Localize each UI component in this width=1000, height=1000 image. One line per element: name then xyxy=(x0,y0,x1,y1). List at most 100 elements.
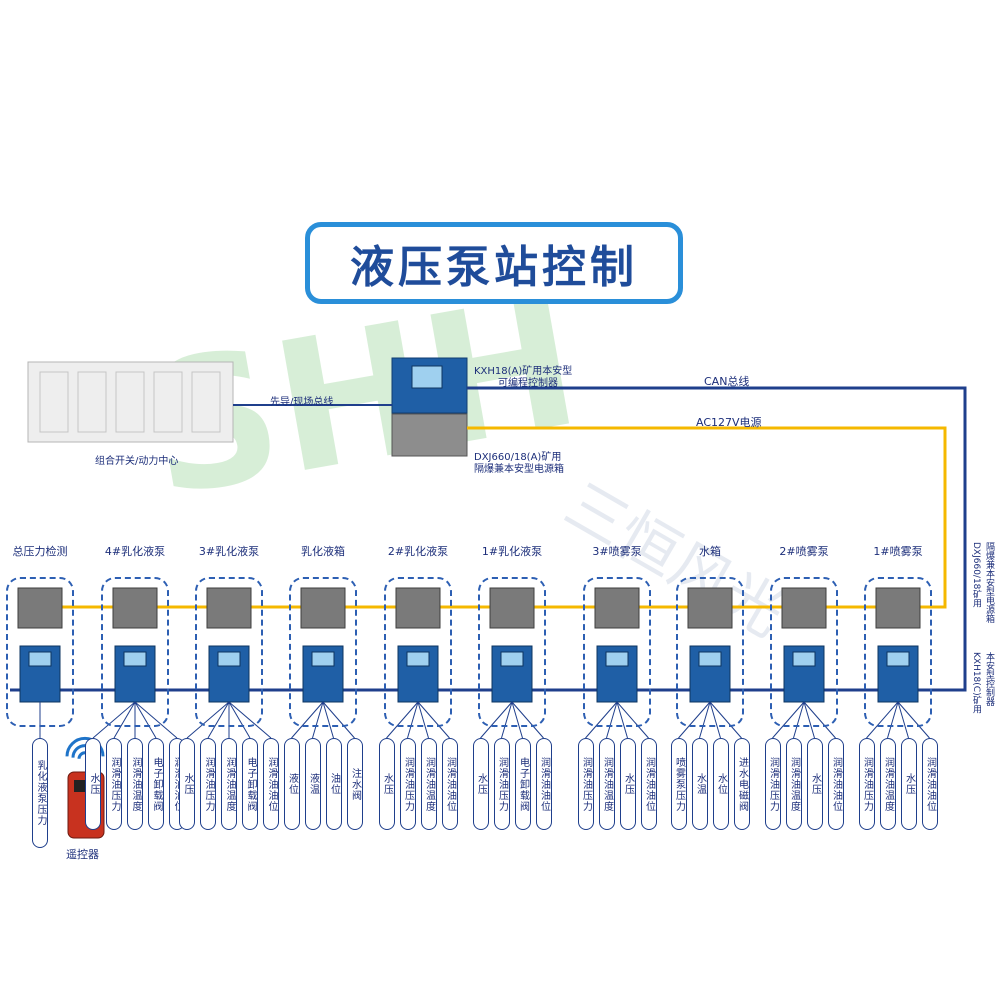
power-supply-box xyxy=(391,413,468,457)
sensor-wire xyxy=(709,701,721,739)
sensor-capsule: 电子卸载阀 xyxy=(514,738,531,830)
sensor-capsule: 液温 xyxy=(304,738,321,830)
sensor-wire xyxy=(709,701,742,739)
node-group-frame xyxy=(864,577,932,727)
sensor-capsule: 润滑油油位 xyxy=(535,738,552,830)
sensor-wire xyxy=(134,701,157,739)
node-power-box xyxy=(112,587,158,629)
remote-label: 遥控器 xyxy=(66,848,99,861)
sensor-capsule: 润滑油温度 xyxy=(420,738,437,830)
sensor-wire xyxy=(480,701,513,739)
pilot-bus-label: 先导/现场总线 xyxy=(270,397,334,408)
cabinet-door xyxy=(115,371,145,433)
sensor-capsule: 润滑油油位 xyxy=(827,738,844,830)
sensor-wire xyxy=(312,701,324,739)
node-label: 3#喷雾泵 xyxy=(592,545,642,558)
can-bus-line xyxy=(467,386,967,692)
sensor-wire xyxy=(417,701,450,739)
controller-screen xyxy=(411,365,443,389)
sensor-wire xyxy=(417,701,429,739)
sensor-wire xyxy=(606,701,618,739)
sensor-capsule: 水温 xyxy=(691,738,708,830)
node-power-box xyxy=(594,587,640,629)
ac-power-line xyxy=(467,426,947,609)
sensor-capsule: 电子卸载阀 xyxy=(148,738,164,830)
sensor-capsule: 进水电磁阀 xyxy=(733,738,750,830)
sensor-wire xyxy=(897,701,930,739)
node-controller-screen xyxy=(217,651,241,667)
node-group-frame xyxy=(101,577,169,727)
cabinet-door xyxy=(77,371,107,433)
cabinet-door xyxy=(191,371,221,433)
controller-label-1: KXH18(A)矿用本安型 xyxy=(474,366,573,377)
sensor-wire xyxy=(803,701,836,739)
sensor-capsule: 润滑油温度 xyxy=(221,738,237,830)
node-label: 乳化液箱 xyxy=(301,545,345,558)
side-power-box-label-1: DXJ660/18矿用 xyxy=(971,542,981,608)
node-power-box xyxy=(687,587,733,629)
sensor-capsule: 润滑油压力 xyxy=(399,738,416,830)
node-label: 4#乳化液泵 xyxy=(104,545,166,558)
power-center-cabinet xyxy=(27,361,234,443)
node-power-box xyxy=(206,587,252,629)
node-power-box xyxy=(17,587,63,629)
node-controller-screen xyxy=(28,651,52,667)
sensor-wire xyxy=(113,701,136,739)
node-power-box xyxy=(395,587,441,629)
sensor-wire xyxy=(616,701,628,739)
ac-power-label: AC127V电源 xyxy=(696,416,762,429)
sensor-wire xyxy=(207,701,230,739)
power-box-label-2: 隔爆兼本安型电源箱 xyxy=(474,464,564,475)
power-center-label: 组合开关/动力中心 xyxy=(95,456,179,467)
node-controller-screen xyxy=(605,651,629,667)
node-group-frame xyxy=(478,577,546,727)
node-controller-screen xyxy=(123,651,147,667)
sensor-wire xyxy=(678,701,711,739)
node-power-box xyxy=(489,587,535,629)
side-power-box-label-2: 隔爆兼本安型电源箱 xyxy=(984,542,994,623)
sensor-capsule: 润滑油油位 xyxy=(441,738,458,830)
can-bus-label: CAN总线 xyxy=(704,375,750,388)
sensor-wire xyxy=(803,701,815,739)
node-controller xyxy=(877,645,919,703)
node-label: 1#喷雾泵 xyxy=(873,545,923,558)
wifi-wave xyxy=(65,736,105,757)
node-controller-screen xyxy=(792,651,816,667)
sensor-capsule: 水压 xyxy=(900,738,917,830)
sensor-capsule: 润滑油油位 xyxy=(263,738,279,830)
node-label: 3#乳化液泵 xyxy=(198,545,260,558)
node-group-frame xyxy=(195,577,263,727)
sensor-wire xyxy=(511,701,544,739)
sensor-wire xyxy=(228,701,251,739)
sensor-wire xyxy=(407,701,419,739)
side-controller-label-1: KXH18(C)矿用 xyxy=(971,652,981,714)
sensor-capsule: 润滑油压力 xyxy=(106,738,122,830)
sensor-wire xyxy=(887,701,899,739)
node-group-frame xyxy=(770,577,838,727)
sensor-capsule: 润滑油压力 xyxy=(577,738,594,830)
sensor-capsule: 润滑油温度 xyxy=(879,738,896,830)
sensor-wire xyxy=(585,701,618,739)
cabinet-door xyxy=(153,371,183,433)
power-box-label-1: DXJ660/18(A)矿用 xyxy=(474,452,562,463)
sensor-capsule: 乳化液泵压力 xyxy=(32,738,48,848)
sensor-capsule: 润滑油油位 xyxy=(640,738,657,830)
sensor-capsule: 水压 xyxy=(378,738,395,830)
node-controller-screen xyxy=(886,651,910,667)
node-label: 2#乳化液泵 xyxy=(387,545,449,558)
sensor-wire xyxy=(501,701,513,739)
cabinet-door xyxy=(39,371,69,433)
sensor-wire xyxy=(699,701,711,739)
node-controller-screen xyxy=(698,651,722,667)
page-title-box: 液压泵站控制 xyxy=(305,222,683,304)
sensor-wire xyxy=(772,701,805,739)
node-power-box xyxy=(300,587,346,629)
sensor-capsule: 水位 xyxy=(712,738,729,830)
node-label: 总压力检测 xyxy=(12,545,68,558)
sensor-capsule: 水压 xyxy=(472,738,489,830)
sensor-capsule: 油位 xyxy=(325,738,342,830)
node-power-box xyxy=(781,587,827,629)
node-controller-screen xyxy=(311,651,335,667)
